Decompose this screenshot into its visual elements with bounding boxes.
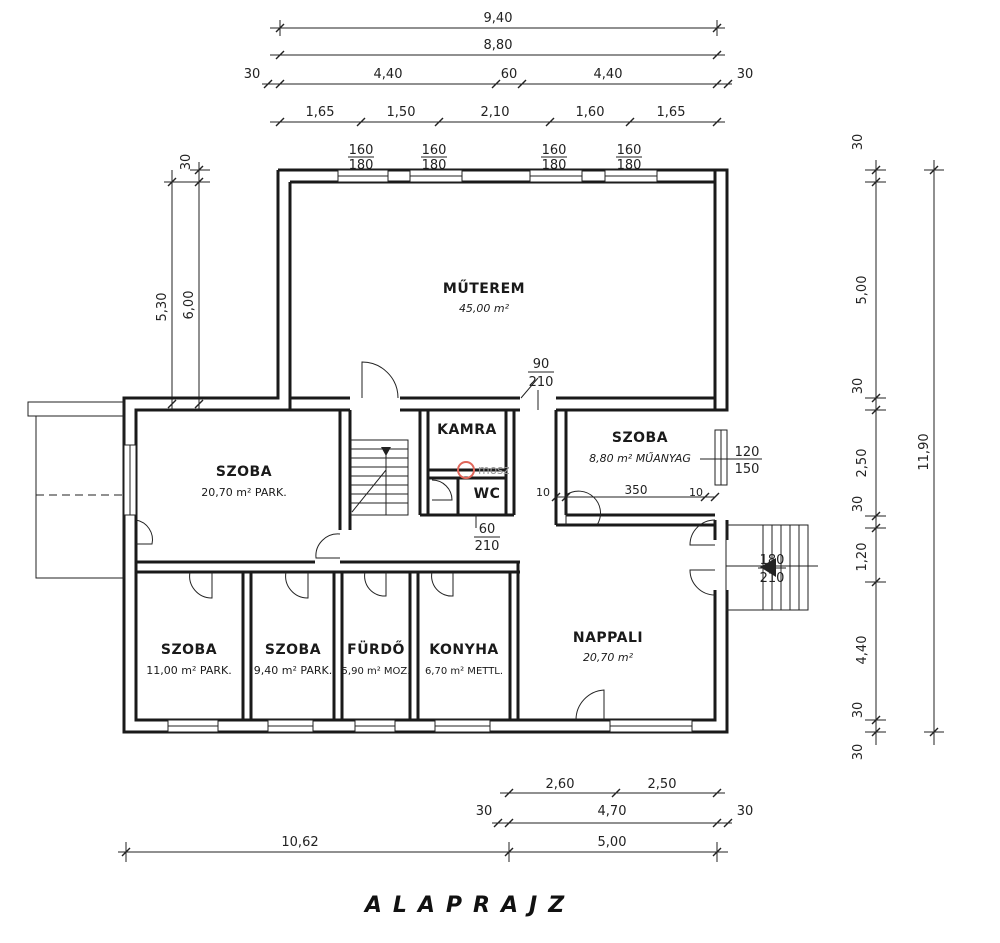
top-dimensions: 9,40 8,80 30 4,40 60 4,40 30 1,65 1,50 2… xyxy=(244,11,754,127)
dim-bottom-1: 2,60 xyxy=(546,777,575,792)
left-canopy xyxy=(27,401,125,579)
windows xyxy=(123,169,728,733)
room-szoba-2-area: 9,40 m² PARK. xyxy=(254,664,332,677)
walls xyxy=(122,168,729,734)
dim-inner-width: 8,80 xyxy=(484,38,513,53)
room-szoba-2-name: SZOBA xyxy=(265,642,321,658)
room-labels: MŰTEREM 45,00 m² SZOBA 20,70 m² PARK. KA… xyxy=(146,279,691,677)
dim-right-seg-4: 4,40 xyxy=(855,636,870,665)
dim-right-wall-4: 30 xyxy=(851,702,866,719)
doors xyxy=(135,361,716,721)
dim-total-width: 9,40 xyxy=(484,11,513,26)
room-muterem-name: MŰTEREM xyxy=(443,279,525,297)
watermark-text: mosz xyxy=(478,463,510,477)
dim-bottom-inner: 4,70 xyxy=(598,804,627,819)
dim-bottom-right-total: 5,00 xyxy=(598,835,627,850)
room-muterem-area: 45,00 m² xyxy=(459,302,510,315)
window-3-width: 160 xyxy=(542,143,567,158)
window-120-width: 120 xyxy=(735,445,760,460)
door-60-width: 60 xyxy=(479,522,496,537)
dim-left-a: 5,30 xyxy=(155,293,170,322)
window-2-width: 160 xyxy=(422,143,447,158)
door-90-height: 210 xyxy=(529,375,554,390)
window-4-width: 160 xyxy=(617,143,642,158)
drawing-title: ALAPRAJZ xyxy=(363,893,575,918)
dim-right-wall: 30 xyxy=(737,67,754,82)
opening-labels: 90 210 60 210 120 150 10 350 10 180 210 xyxy=(474,357,786,586)
watermark-icon xyxy=(457,461,475,479)
watermark-logo: mosz xyxy=(457,461,510,479)
dim-bottom-wall-right: 30 xyxy=(737,804,754,819)
room-konyha-area: 6,70 m² METTL. xyxy=(425,666,503,677)
room-szoba-right-name: SZOBA xyxy=(612,430,668,446)
szoba-dim-mid: 350 xyxy=(625,483,648,497)
dim-right-wall-3: 30 xyxy=(851,496,866,513)
szoba-dim-right: 10 xyxy=(689,486,703,499)
dim-part-1: 1,65 xyxy=(306,105,335,120)
room-nappali-name: NAPPALI xyxy=(573,630,643,646)
left-dimensions: 30 5,30 6,00 xyxy=(155,154,210,410)
dim-left-wall: 30 xyxy=(244,67,261,82)
room-szoba-1-name: SZOBA xyxy=(161,642,217,658)
room-konyha-name: KONYHA xyxy=(429,642,499,658)
room-nappali-area: 20,70 m² xyxy=(583,651,634,664)
dim-bottom-wall-left: 30 xyxy=(476,804,493,819)
dim-right-seg-3: 1,20 xyxy=(855,543,870,572)
dim-part-5: 1,65 xyxy=(657,105,686,120)
window-120-height: 150 xyxy=(735,462,760,477)
room-kamra-name: KAMRA xyxy=(437,422,497,438)
dim-bottom-left-total: 10,62 xyxy=(281,835,318,850)
door-60-height: 210 xyxy=(475,539,500,554)
dim-seg-b: 4,40 xyxy=(594,67,623,82)
dim-right-seg-2: 2,50 xyxy=(855,449,870,478)
dim-right-wall-1: 30 xyxy=(851,134,866,151)
dim-bottom-2: 2,50 xyxy=(648,777,677,792)
entry-width: 180 xyxy=(760,553,785,568)
room-szoba-1-area: 11,00 m² PARK. xyxy=(146,664,231,677)
dim-part-2: 1,50 xyxy=(387,105,416,120)
dim-right-seg-1: 5,00 xyxy=(855,276,870,305)
szoba-dim-left: 10 xyxy=(536,486,550,499)
dim-right-wall-2: 30 xyxy=(851,378,866,395)
dim-part-3: 2,10 xyxy=(481,105,510,120)
dim-part-4: 1,60 xyxy=(576,105,605,120)
room-szoba-big-name: SZOBA xyxy=(216,464,272,480)
bottom-dimensions: 2,60 2,50 30 4,70 30 10,62 5,00 xyxy=(118,777,753,862)
right-dimensions: 30 5,00 30 2,50 30 1,20 4,40 30 30 11,90 xyxy=(851,134,944,761)
dim-mid-wall: 60 xyxy=(501,67,518,82)
entry-height: 210 xyxy=(760,571,785,586)
room-furdo-name: FÜRDŐ xyxy=(347,640,405,658)
room-szoba-right-area: 8,80 m² MŰANYAG xyxy=(589,451,691,465)
room-wc-name: WC xyxy=(474,486,501,502)
dim-left-b: 6,00 xyxy=(182,291,197,320)
room-furdo-area: 5,90 m² MOZ. xyxy=(342,666,411,677)
door-90-width: 90 xyxy=(533,357,550,372)
dim-left-wall: 30 xyxy=(179,154,194,171)
dim-right-wall-5: 30 xyxy=(851,744,866,761)
dim-right-total: 11,90 xyxy=(917,433,932,470)
dim-seg-a: 4,40 xyxy=(374,67,403,82)
room-szoba-big-area: 20,70 m² PARK. xyxy=(201,486,286,499)
window-1-width: 160 xyxy=(349,143,374,158)
